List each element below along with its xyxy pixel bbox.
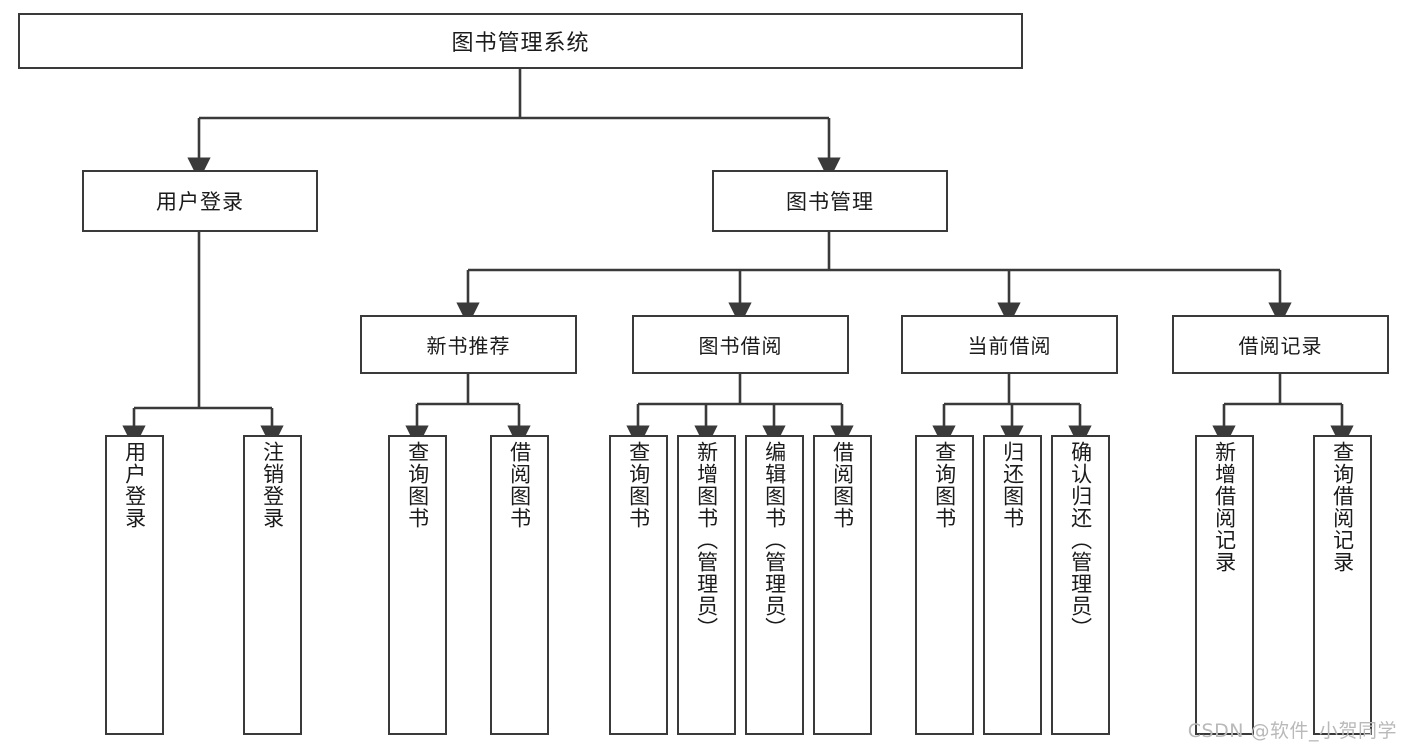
node-label: 确认归还（管理员） xyxy=(1068,441,1093,639)
leaf-borrow-add-book-admin[interactable]: 新增图书（管理员） xyxy=(677,435,736,735)
node-label: 借阅图书 xyxy=(507,441,532,529)
leaf-current-query-book[interactable]: 查询图书 xyxy=(915,435,974,735)
node-label: 用户登录 xyxy=(156,190,244,214)
leaf-borrow-query-book[interactable]: 查询图书 xyxy=(609,435,668,735)
node-label: 查询图书 xyxy=(626,441,651,529)
node-label: 图书管理系统 xyxy=(451,31,590,56)
node-label: 图书管理 xyxy=(786,190,874,214)
node-label: 注销登录 xyxy=(260,441,285,529)
node-label: 归还图书 xyxy=(1000,441,1025,529)
node-label: 查询图书 xyxy=(405,441,430,529)
node-label: 编辑图书（管理员） xyxy=(762,441,787,639)
node-label: 新书推荐 xyxy=(426,334,511,358)
node-new-book-recommend[interactable]: 新书推荐 xyxy=(360,315,577,374)
node-label: 查询图书 xyxy=(932,441,957,529)
node-book-management[interactable]: 图书管理 xyxy=(712,170,948,232)
leaf-current-return-book[interactable]: 归还图书 xyxy=(983,435,1042,735)
node-label: 借阅图书 xyxy=(830,441,855,529)
node-label: 新增图书（管理员） xyxy=(694,441,719,639)
leaf-record-query-borrow-record[interactable]: 查询借阅记录 xyxy=(1313,435,1372,735)
watermark-csdn: CSDN @软件_小贺同学 xyxy=(1187,720,1397,742)
node-label: 借阅记录 xyxy=(1238,334,1323,358)
node-label: 当前借阅 xyxy=(967,334,1052,358)
node-book-borrow[interactable]: 图书借阅 xyxy=(632,315,849,374)
node-borrow-record[interactable]: 借阅记录 xyxy=(1172,315,1389,374)
leaf-recommend-query-book[interactable]: 查询图书 xyxy=(388,435,447,735)
leaf-user-login-signin[interactable]: 用户登录 xyxy=(105,435,164,735)
node-label: 图书借阅 xyxy=(698,334,783,358)
leaf-borrow-borrow-book[interactable]: 借阅图书 xyxy=(813,435,872,735)
leaf-recommend-borrow-book[interactable]: 借阅图书 xyxy=(490,435,549,735)
node-user-login[interactable]: 用户登录 xyxy=(82,170,318,232)
leaf-record-add-borrow-record[interactable]: 新增借阅记录 xyxy=(1195,435,1254,735)
node-label: 查询借阅记录 xyxy=(1330,441,1355,573)
leaf-borrow-edit-book-admin[interactable]: 编辑图书（管理员） xyxy=(745,435,804,735)
node-current-borrow[interactable]: 当前借阅 xyxy=(901,315,1118,374)
node-label: 用户登录 xyxy=(122,441,147,529)
leaf-current-confirm-return-admin[interactable]: 确认归还（管理员） xyxy=(1051,435,1110,735)
node-root-system[interactable]: 图书管理系统 xyxy=(18,13,1023,69)
node-label: 新增借阅记录 xyxy=(1212,441,1237,573)
leaf-user-login-signout[interactable]: 注销登录 xyxy=(243,435,302,735)
